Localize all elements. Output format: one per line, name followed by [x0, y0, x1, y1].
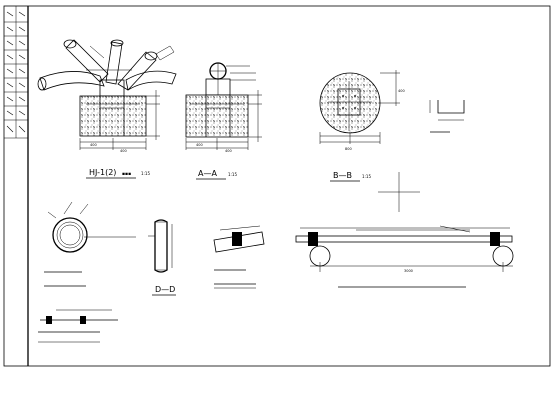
ring-pipe-detail: [44, 201, 136, 287]
branch-pipes: [37, 39, 177, 91]
bb-round-footing: [319, 72, 381, 134]
hj-section-title: HJ-1(2): [89, 168, 116, 177]
hj-section-caption-glyphs: ▪▪▪: [122, 172, 131, 177]
bb-dim-side: 400: [398, 89, 405, 93]
aa-dim-b: 400: [225, 149, 232, 153]
bb-section: 400 800 B—B 1:15: [319, 70, 405, 182]
bottom-plate-detail: [38, 309, 118, 343]
pipe-elevation: 3000: [295, 225, 514, 288]
concrete-footing: [79, 95, 147, 137]
hj-dim-a: 400: [90, 143, 97, 147]
sheet-frame: [3, 5, 551, 367]
dd-section-title: D—D: [155, 285, 175, 294]
aa-dimensions: 400 400: [185, 138, 249, 153]
column-stub: [99, 79, 125, 97]
hj-section-scale: 1:15: [141, 171, 150, 176]
dd-pipe-detail: D—D: [148, 219, 176, 296]
bb-dim-base: 800: [345, 147, 352, 151]
pipe-joint-detail: [213, 225, 265, 289]
aa-concrete-footing: [185, 94, 249, 138]
bb-section-title: B—B: [333, 171, 352, 180]
bb-dimensions: 800: [319, 132, 381, 151]
aa-section: 400 400 A—A 1:15: [185, 62, 262, 180]
crosshair-cursor: [378, 172, 420, 212]
hj-dim-b: 400: [120, 149, 127, 153]
aa-section-scale: 1:15: [228, 172, 237, 177]
bent-plate-detail: [429, 100, 465, 133]
bb-section-scale: 1:15: [362, 174, 371, 179]
title-block-strip: [4, 6, 28, 139]
pipe-span-dim: 3000: [404, 269, 413, 273]
aa-dim-a: 400: [196, 143, 203, 147]
hj-node-section: 400 400 HJ-1(2) ▪▪▪ 1:15: [37, 39, 177, 179]
hj-dimensions: 400 400: [79, 138, 147, 153]
aa-section-title: A—A: [198, 169, 217, 178]
